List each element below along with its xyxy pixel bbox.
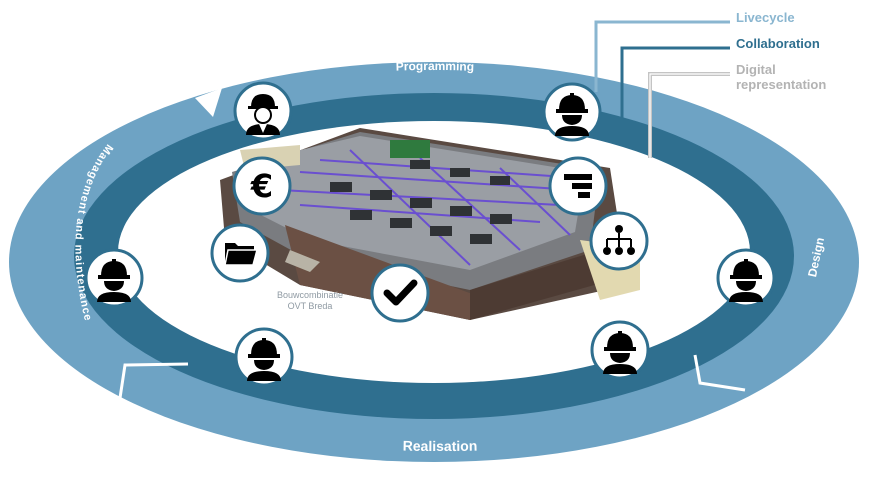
label-realisation: Realisation (403, 438, 478, 454)
legend-collaboration: Collaboration (736, 36, 820, 51)
cycle-arrow-left (118, 362, 189, 399)
cycle-arrow-top (195, 88, 222, 117)
legend-digital-line2: representation (736, 77, 826, 92)
svg-text:€: € (250, 167, 273, 205)
legend-livecycle: Livecycle (736, 10, 795, 25)
checkmark-icon (370, 263, 430, 323)
worker-icon (590, 320, 650, 380)
org-chart-icon (589, 211, 649, 271)
folder-icon (210, 223, 270, 283)
euro-icon: € (232, 156, 292, 216)
legend-digital-line1: Digital (736, 62, 776, 77)
planning-bars-icon (548, 156, 608, 216)
label-programming: Programming (396, 59, 475, 74)
worker-icon (542, 82, 602, 142)
worker-icon (84, 248, 144, 308)
building-caption-line1: Bouwcombinatie (277, 290, 343, 300)
livecycle-line (594, 20, 730, 92)
building-caption-line2: OVT Breda (288, 301, 333, 311)
worker-icon (716, 248, 776, 308)
collaboration-line (620, 46, 730, 118)
cycle-arrow-right (693, 354, 746, 392)
worker-icon (234, 327, 294, 387)
worker-suit-icon (233, 81, 293, 141)
